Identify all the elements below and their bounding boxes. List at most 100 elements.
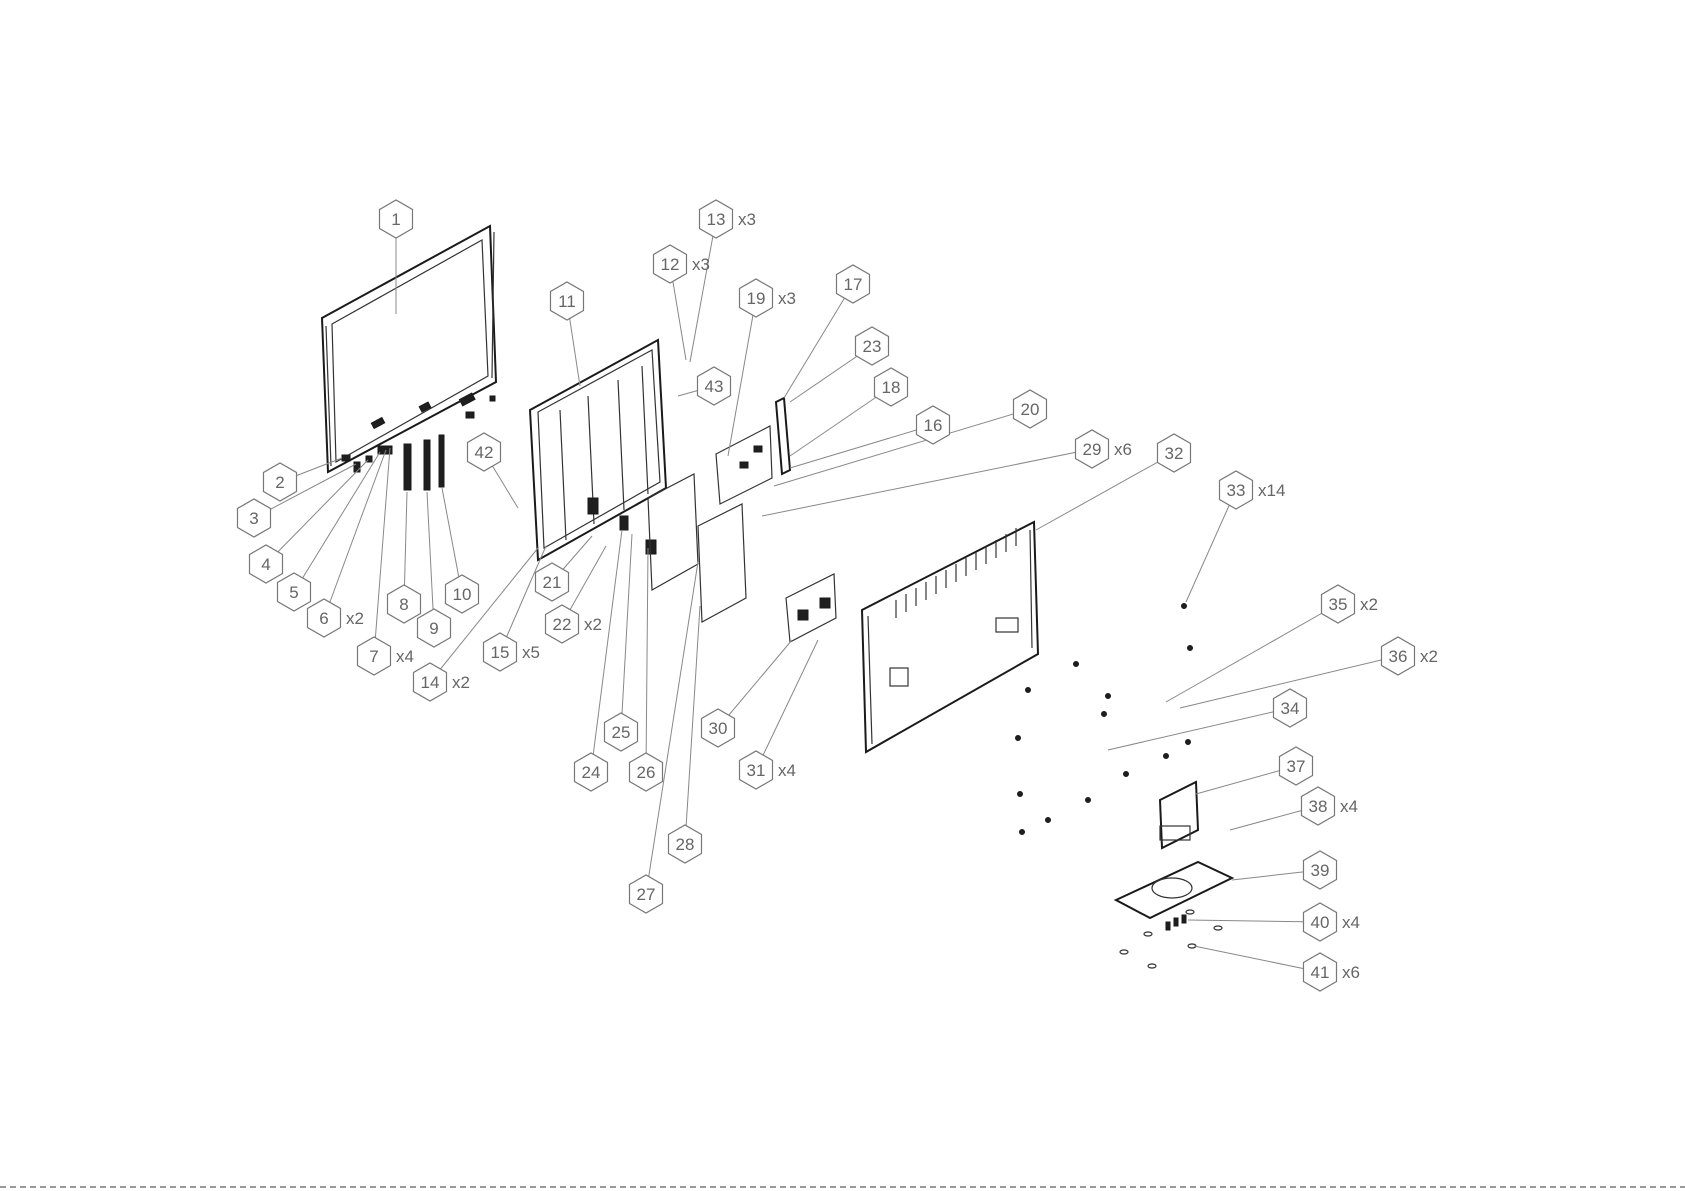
leader-line-6 [324,450,386,618]
callout-number: 38 [1309,797,1328,816]
callout-11: 11 [551,282,584,320]
callout-number: 27 [637,885,656,904]
callout-17: 17 [837,265,870,303]
callout-18: 18 [875,368,908,406]
leader-line-41 [1194,946,1320,972]
callout-number: 25 [612,723,631,742]
leader-line-26 [646,548,648,772]
leader-line-32 [1036,453,1174,530]
screw-set [1016,604,1193,835]
callout-number: 14 [421,673,440,692]
leader-line-20 [774,409,1030,486]
callout-quantity: x4 [1342,913,1360,932]
callout-quantity: x3 [692,255,710,274]
callout-36: 36 x2 [1382,637,1438,675]
callout-5: 5 [278,573,311,611]
callout-4: 4 [250,545,283,583]
callout-number: 4 [261,555,270,574]
callout-quantity: x5 [522,643,540,662]
leader-line-40 [1188,920,1320,922]
callout-number: 2 [275,473,284,492]
callout-quantity: x4 [396,647,414,666]
callout-number: 23 [863,337,882,356]
callout-number: 5 [289,583,298,602]
callout-14: 14x2 [414,663,470,701]
callout-2: 2 [264,463,297,501]
callout-number: 18 [882,378,901,397]
callout-number: 1 [391,210,400,229]
callout-number: 24 [582,763,601,782]
callout-quantity: x6 [1342,963,1360,982]
callout-24: 24 [575,753,608,791]
callout-20: 20 [1014,390,1047,428]
leader-line-16 [790,425,933,468]
leader-line-31 [756,640,818,770]
callout-number: 39 [1311,861,1330,880]
callout-quantity: x2 [584,615,602,634]
stand-neck-part [1160,782,1198,848]
callout-3: 3 [238,499,271,537]
rear-cover-part [862,522,1038,752]
main-board-part [716,426,772,504]
callout-quantity: x2 [346,609,364,628]
callout-42: 42 [468,433,501,471]
callout-28: 28 [669,825,702,863]
callout-quantity: x6 [1114,440,1132,459]
io-bracket-part [786,574,836,642]
leader-line-28 [685,606,700,844]
front-bezel-part [322,226,496,472]
callout-number: 10 [453,585,472,604]
shield-sheets [648,474,746,622]
callout-number: 13 [707,210,726,229]
callout-25: 25 [605,713,638,751]
callout-quantity: x3 [738,210,756,229]
callout-34: 34 [1274,689,1307,727]
callout-number: 36 [1389,647,1408,666]
leader-line-25 [621,534,632,732]
leader-line-35 [1166,604,1338,702]
rubber-feet [1120,910,1222,968]
callout-26: 26 [630,753,663,791]
leader-line-19 [728,298,756,456]
leader-line-9 [427,492,434,628]
callout-number: 12 [661,255,680,274]
callout-number: 9 [429,619,438,638]
callout-number: 17 [844,275,863,294]
callout-number: 3 [249,509,258,528]
callout-9: 9 [418,609,451,647]
callout-number: 35 [1329,595,1348,614]
callout-29: 29x6 [1076,430,1132,468]
callout-quantity: x2 [1420,647,1438,666]
callout-number: 37 [1287,757,1306,776]
callout-13: 13 x3 [700,200,756,238]
leader-line-33 [1186,490,1236,602]
callout-number: 20 [1021,400,1040,419]
leader-line-34 [1108,708,1290,750]
callout-number: 42 [475,443,494,462]
callout-8: 8 [388,585,421,623]
callout-quantity: x14 [1258,481,1285,500]
callout-37: 37 [1280,747,1313,785]
leader-lines [254,219,1398,972]
callout-number: 43 [705,377,724,396]
callout-number: 21 [543,573,562,592]
callout-number: 40 [1311,913,1330,932]
leader-line-13 [690,219,716,362]
callout-27: 27 [630,875,663,913]
callout-41: 41 x6 [1304,953,1360,991]
callout-number: 11 [558,292,576,311]
callout-number: 15 [491,643,510,662]
side-bracket-part [776,398,790,474]
stand-base-part [1116,862,1232,930]
callout-number: 32 [1165,444,1184,463]
callout-quantity: x4 [778,761,796,780]
callout-number: 41 [1311,963,1330,982]
leader-line-7 [374,448,390,656]
middle-frame-part [530,340,666,560]
